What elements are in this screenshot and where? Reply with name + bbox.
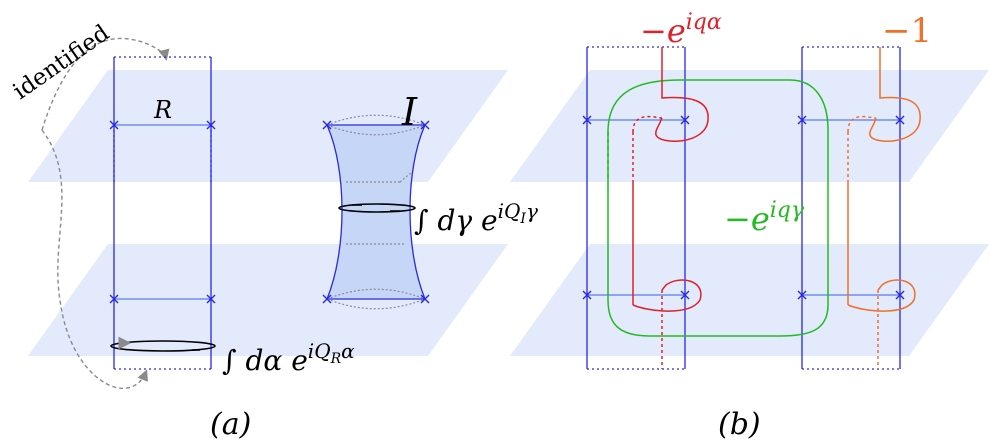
sheet-lower-a xyxy=(28,244,508,356)
caption-a: (a) xyxy=(210,407,251,442)
green-loop xyxy=(607,79,829,337)
I-label: I xyxy=(401,90,418,134)
identified-arrow xyxy=(41,37,170,131)
orange-label: −1 xyxy=(882,11,932,51)
sheet-lower-b xyxy=(510,244,989,356)
alpha-loop xyxy=(110,336,216,352)
sheet-upper-b xyxy=(510,70,989,182)
cylinder-left-b xyxy=(582,46,690,370)
red-label: −eiqα xyxy=(640,10,722,50)
panel-b: −eiqα −1 −eiqγ (b) xyxy=(510,10,989,442)
cylinder-right-b xyxy=(797,46,905,370)
caption-b: (b) xyxy=(718,407,761,442)
cylinder-R xyxy=(109,56,216,370)
gamma-integral: ∫ dγ eiQIγ xyxy=(414,199,538,237)
R-label: R xyxy=(153,96,172,124)
sheet-upper-a xyxy=(28,70,508,182)
green-label: −eiqγ xyxy=(724,198,805,238)
alpha-integral: ∫ dα eiQRα xyxy=(222,339,355,377)
red-curve xyxy=(655,47,709,142)
throat-I xyxy=(322,114,430,310)
identified-arrow-lower xyxy=(41,129,148,390)
panel-a: identified R ∫ dα eiQRα xyxy=(9,20,538,442)
orange-curve xyxy=(869,47,921,142)
